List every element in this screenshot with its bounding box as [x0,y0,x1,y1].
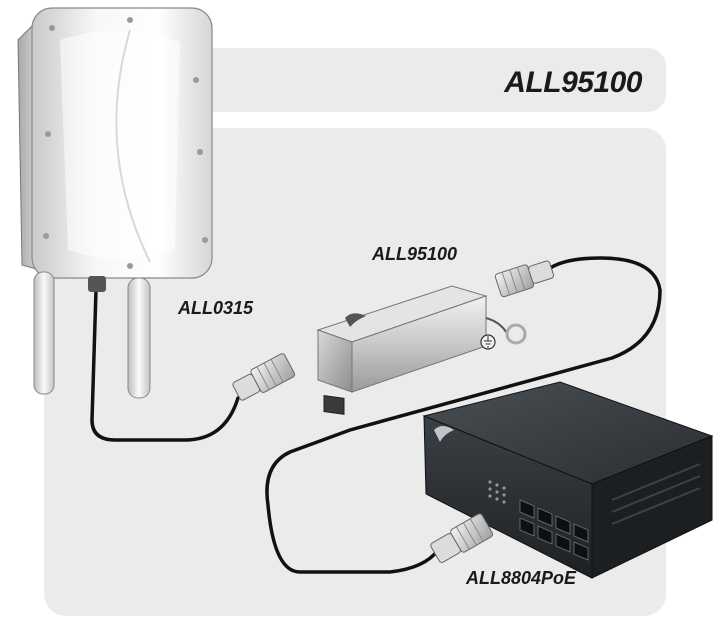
poe-switch [422,381,714,579]
outdoor-access-point [17,7,213,399]
ethernet-plug-switch [430,513,494,563]
label-switch: ALL8804PoE [466,568,577,588]
ground-ring-terminal [505,323,527,345]
switch-rj45-ports [519,499,589,561]
diagram-title: ALL95100 [504,66,642,99]
surge-protector-device [316,285,527,415]
brand-logo-icon [345,313,366,327]
label-surge-protector: ALL95100 [372,244,458,264]
ap-front-bulge [60,30,180,259]
ethernet-plug-ap [232,353,296,401]
switch-vent-slots [611,463,701,525]
ap-screws [43,17,208,269]
ground-symbol-lines [484,336,492,348]
ap-curve-highlight [115,29,151,263]
label-access-point: ALL0315 [178,298,254,318]
ap-antenna-right [127,277,151,399]
cable-surge-to-switch [265,256,662,574]
switch-logo-icon [434,426,454,442]
title-panel-background [150,48,666,112]
cable-ap-to-surge [90,288,240,442]
ap-cable-port [88,276,106,292]
ap-antenna-left [33,271,55,395]
surge-front-face [317,329,353,393]
surge-rj45-port [323,394,345,415]
switch-status-leds [488,480,506,504]
ethernet-cables [90,256,662,574]
ground-wire [485,317,507,333]
ground-symbol-icon [480,334,496,350]
ethernet-plug-surge [494,260,555,298]
